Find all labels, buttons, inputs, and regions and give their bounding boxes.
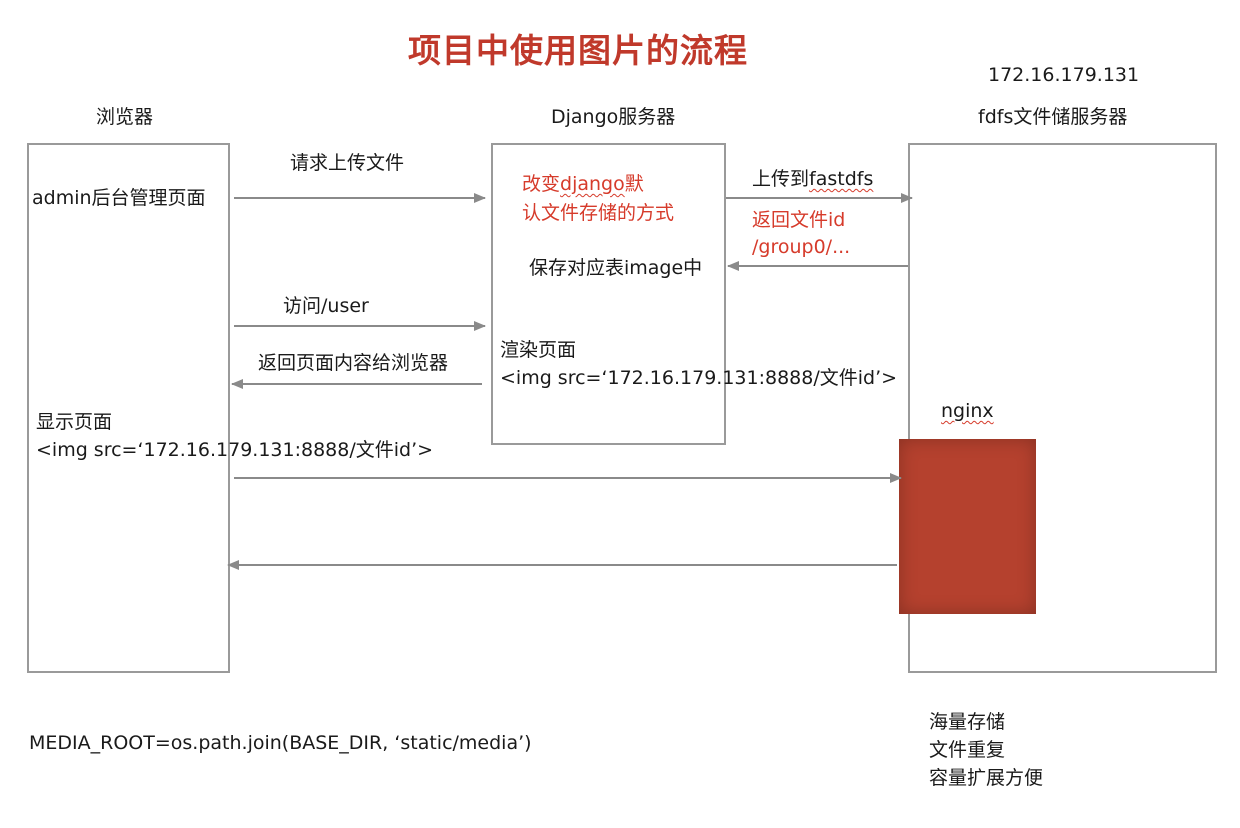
- browser-column-label: 浏览器: [96, 106, 154, 128]
- change-storage-note-line1: 改变django默: [522, 173, 644, 195]
- fastdfs-word: fastdfs: [809, 168, 874, 190]
- diagram-title: 项目中使用图片的流程: [408, 31, 748, 70]
- fdfs-column-label: fdfs文件储服务器: [978, 106, 1128, 128]
- feature-easy-scaling: 容量扩展方便: [929, 767, 1044, 789]
- django-server-box: [491, 143, 726, 445]
- django-column-label: Django服务器: [551, 106, 676, 128]
- return-file-path-label: /group0/...: [752, 236, 851, 258]
- return-file-id-label: 返回文件id: [752, 209, 846, 231]
- media-root-setting: MEDIA_ROOT=os.path.join(BASE_DIR, ‘stati…: [29, 732, 532, 754]
- request-upload-label: 请求上传文件: [290, 152, 405, 174]
- return-page-label: 返回页面内容给浏览器: [258, 352, 449, 374]
- feature-file-dedup: 文件重复: [929, 739, 1006, 761]
- django-word: django: [560, 173, 625, 195]
- display-page-label: 显示页面: [36, 411, 113, 433]
- upload-fastdfs-label: 上传到fastdfs: [752, 168, 874, 190]
- nginx-block: [899, 439, 1036, 614]
- admin-page-label: admin后台管理页面: [32, 187, 206, 209]
- save-mapping-label: 保存对应表image中: [529, 257, 703, 279]
- render-page-label: 渲染页面: [500, 339, 577, 361]
- visit-user-label: 访问/user: [283, 295, 369, 317]
- nginx-label: nginx: [941, 400, 994, 422]
- feature-massive-storage: 海量存储: [929, 711, 1006, 733]
- display-img-tag: <img src=‘172.16.179.131:8888/文件id’>: [36, 439, 434, 461]
- render-img-tag: <img src=‘172.16.179.131:8888/文件id’>: [500, 367, 898, 389]
- browser-box: [27, 143, 230, 673]
- fdfs-server-ip: 172.16.179.131: [988, 64, 1140, 86]
- change-storage-note-line2: 认文件存储的方式: [522, 202, 675, 224]
